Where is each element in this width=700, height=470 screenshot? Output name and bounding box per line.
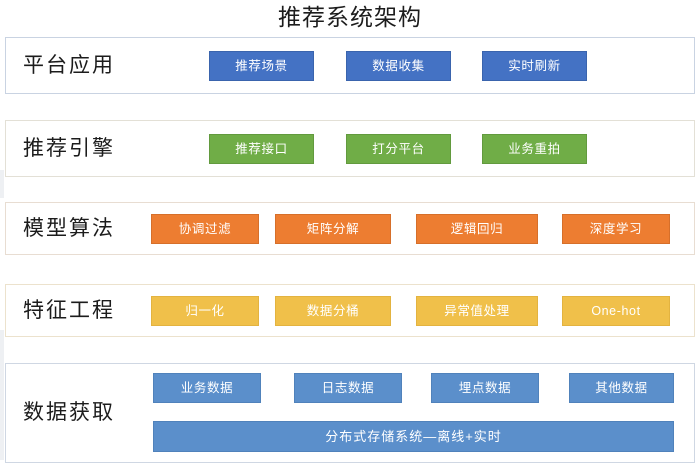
page-edge-artifact-top xyxy=(0,170,4,198)
node-model-3[interactable]: 深度学习 xyxy=(562,214,670,244)
layer-label-engine: 推荐引擎 xyxy=(23,136,115,160)
node-model-2[interactable]: 逻辑回归 xyxy=(416,214,538,244)
layer-label-data: 数据获取 xyxy=(23,401,115,424)
node-data-1[interactable]: 日志数据 xyxy=(294,373,402,403)
node-data-3[interactable]: 其他数据 xyxy=(569,373,674,403)
node-platform-0[interactable]: 推荐场景 xyxy=(209,51,314,81)
node-data-storage-banner[interactable]: 分布式存储系统—离线+实时 xyxy=(153,421,674,452)
layer-data: 数据获取 业务数据 日志数据 埋点数据 其他数据 分布式存储系统—离线+实时 xyxy=(5,363,695,463)
node-feature-3[interactable]: One-hot xyxy=(562,296,670,326)
node-model-0[interactable]: 协调过滤 xyxy=(151,214,259,244)
node-feature-2[interactable]: 异常值处理 xyxy=(416,296,538,326)
node-engine-2[interactable]: 业务重拍 xyxy=(482,134,587,164)
layer-label-platform: 平台应用 xyxy=(23,53,115,77)
page-edge-artifact-bottom xyxy=(0,330,4,460)
node-feature-0[interactable]: 归一化 xyxy=(151,296,259,326)
node-data-0[interactable]: 业务数据 xyxy=(153,373,261,403)
node-platform-1[interactable]: 数据收集 xyxy=(346,51,451,81)
page-title: 推荐系统架构 xyxy=(278,4,422,30)
node-data-2[interactable]: 埋点数据 xyxy=(431,373,539,403)
layer-engine: 推荐引擎 推荐接口 打分平台 业务重拍 xyxy=(5,120,695,177)
layer-feature: 特征工程 归一化 数据分桶 异常值处理 One-hot xyxy=(5,284,695,337)
layer-label-model: 模型算法 xyxy=(23,216,115,240)
node-platform-2[interactable]: 实时刷新 xyxy=(482,51,587,81)
layer-platform: 平台应用 推荐场景 数据收集 实时刷新 xyxy=(5,37,695,94)
node-feature-1[interactable]: 数据分桶 xyxy=(275,296,391,326)
node-engine-0[interactable]: 推荐接口 xyxy=(209,134,314,164)
layer-label-feature: 特征工程 xyxy=(23,298,115,322)
node-engine-1[interactable]: 打分平台 xyxy=(346,134,451,164)
node-model-1[interactable]: 矩阵分解 xyxy=(275,214,391,244)
layer-model: 模型算法 协调过滤 矩阵分解 逻辑回归 深度学习 xyxy=(5,202,695,255)
